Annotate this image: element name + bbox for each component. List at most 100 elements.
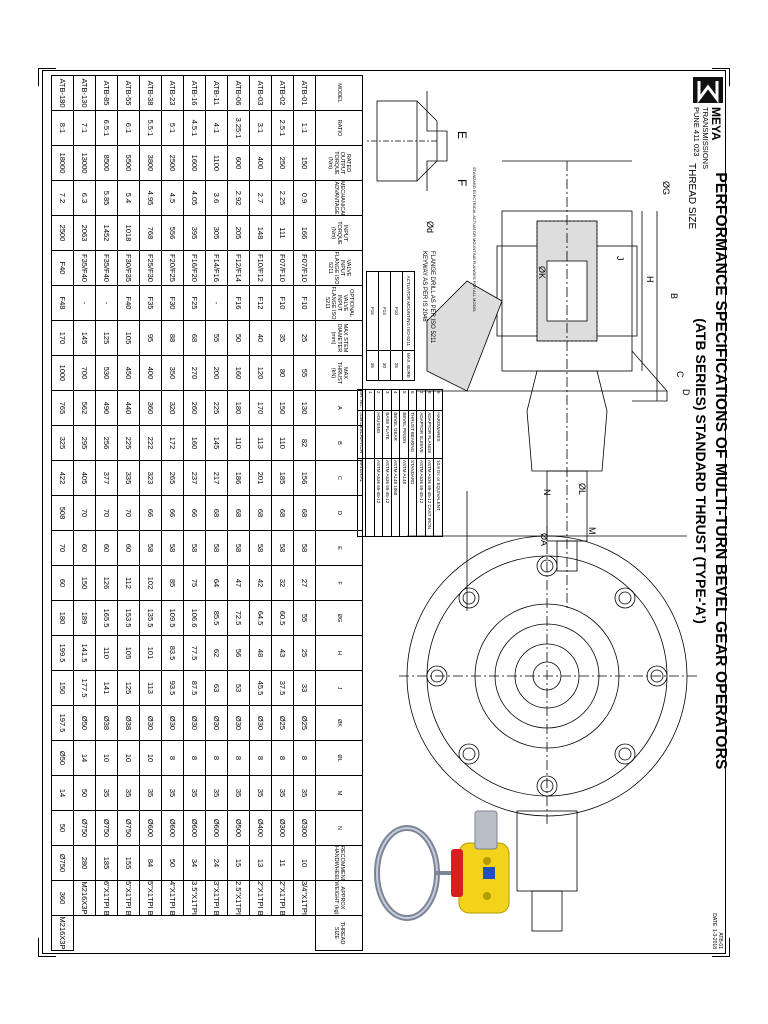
spec-table-cell: 305 xyxy=(205,215,228,251)
spec-table-cell: 84 xyxy=(139,845,162,881)
spec-table-cell: 5"X1TPI BSP xyxy=(139,880,162,916)
spec-table-cell: 25 xyxy=(293,320,316,356)
spec-table-cell: ATB-130 xyxy=(73,75,96,111)
spec-table-cell: 141.5 xyxy=(73,635,96,671)
spec-table-cell: 256 xyxy=(95,425,118,461)
flange-cell: 35 xyxy=(366,350,379,381)
spec-table-cell: F07/F10 xyxy=(271,250,294,286)
spec-table-cell: 197.5 xyxy=(51,705,74,741)
parts-list-cell: ADAPTOR SLEEVE xyxy=(417,410,426,459)
spec-table-cell: 150 xyxy=(51,670,74,706)
spec-table-cell: 405 xyxy=(73,460,96,496)
spec-table-cell: 6"X1TPI BSP xyxy=(95,880,118,916)
dim-label-b: B xyxy=(669,293,679,300)
parts-list-cell: ASTM A536 65-45-12 xyxy=(374,458,383,537)
dim-label-e: E xyxy=(455,131,469,140)
crop-mark-tl-h xyxy=(38,68,56,70)
spec-table-cell: 60 xyxy=(73,530,96,566)
spec-table-cell: 2.92 xyxy=(227,180,250,216)
spec-table-cell: Ø750 xyxy=(51,845,74,881)
parts-list-cell: 8 xyxy=(425,389,434,411)
spec-table-cell: 82 xyxy=(293,425,316,461)
spec-table-cell: 50 xyxy=(73,775,96,811)
logo-mark-icon xyxy=(693,77,723,104)
crop-mark-bl-h xyxy=(38,956,56,958)
spec-table-cell: 280 xyxy=(73,845,96,881)
spec-table-cell: 6.3 xyxy=(73,180,96,216)
spec-table-cell: 201 xyxy=(249,460,272,496)
spec-table-cell: 10 xyxy=(293,845,316,881)
spec-table-cell: 1:1 xyxy=(293,110,316,146)
spec-table-cell: 265 xyxy=(161,460,184,496)
spec-column-header: INPUT TORQUE (Nm) xyxy=(315,215,363,251)
spec-table-cell: 4.5 xyxy=(161,180,184,216)
spec-table-cell: 50 xyxy=(227,320,250,356)
product-photo xyxy=(374,810,510,921)
spec-table-cell: 34 xyxy=(183,845,206,881)
spec-table-cell: ATB-01 xyxy=(293,75,316,111)
spec-table-cell: 156 xyxy=(293,460,316,496)
dim-label-ok: ØK xyxy=(537,266,547,280)
spec-table-cell: 2.5"X1TPI BSP xyxy=(227,880,250,916)
spec-table-cell: 400 xyxy=(249,145,272,181)
spec-table-cell: Ø600 xyxy=(161,810,184,846)
spec-table-cell: 2"X1TPI BSP xyxy=(271,880,294,916)
spec-table-cell: 8 xyxy=(205,740,228,776)
spec-table-cell: 106.6 xyxy=(183,600,206,636)
spec-table-cell: 1000 xyxy=(51,355,74,391)
spec-table-cell: Ø38 xyxy=(117,705,140,741)
spec-table-cell: 15 xyxy=(227,845,250,881)
parts-list-cell: 4 xyxy=(391,389,400,411)
spec-table-cell: 62 xyxy=(205,635,228,671)
spec-table-cell: M216X3P xyxy=(73,880,96,916)
spec-table-cell: ATB-06 xyxy=(227,75,250,111)
spec-table-cell: - xyxy=(205,285,228,321)
spec-table-cell: 200 xyxy=(205,355,228,391)
spec-column-header: ØL xyxy=(315,740,363,776)
spec-table-cell: F35 xyxy=(139,285,162,321)
spec-table-cell: 422 xyxy=(51,460,74,496)
crop-mark-tr-h xyxy=(712,68,730,70)
spec-table-cell: 70 xyxy=(95,495,118,531)
spec-table-cell: 66 xyxy=(161,495,184,531)
spec-table-cell: 189 xyxy=(73,600,96,636)
spec-table-cell: 55 xyxy=(293,600,316,636)
spec-table-cell: F35/F40 xyxy=(95,250,118,286)
spec-table-cell: F48 xyxy=(51,285,74,321)
spec-table-cell: 70 xyxy=(73,495,96,531)
spec-table-cell: F30/F35 xyxy=(117,250,140,286)
parts-list-cell: STANDARD xyxy=(408,458,417,537)
flange-cell: F16 xyxy=(366,271,379,351)
spec-column-header: ØG xyxy=(315,600,363,636)
spec-table-cell: 160 xyxy=(227,355,250,391)
spec-table-cell: ATB-38 xyxy=(139,75,162,111)
spec-table-cell: Ø600 xyxy=(139,810,162,846)
spec-table-cell: F25/F30 xyxy=(139,250,162,286)
dim-label-j: J xyxy=(615,256,625,261)
spec-table-cell: 10 xyxy=(139,740,162,776)
spec-table-cell: 3.6 xyxy=(205,180,228,216)
spec-table-cell: 14 xyxy=(51,775,74,811)
spec-table-cell: 350 xyxy=(161,355,184,391)
spec-table-cell: 205 xyxy=(227,215,250,251)
dim-label-f: F xyxy=(455,179,469,187)
spec-table-cell: 177.5 xyxy=(73,670,96,706)
spec-table-cell: F12 xyxy=(249,285,272,321)
spec-table-cell: 260 xyxy=(183,390,206,426)
spec-table-cell: 172 xyxy=(161,425,184,461)
spec-table-cell: 3.25:1 xyxy=(227,110,250,146)
dim-label-ol: ØL xyxy=(577,483,587,496)
spec-table-cell: 83.5 xyxy=(161,635,184,671)
spec-table-cell: 35 xyxy=(293,775,316,811)
spec-table-cell: F16/F20 xyxy=(183,250,206,286)
spec-table-cell: 66 xyxy=(183,495,206,531)
dim-label-og: ØG xyxy=(661,181,671,196)
spec-table-cell: 109.5 xyxy=(161,600,184,636)
spec-column-header: RATED OUTPUT TORQUE (Nm) xyxy=(315,145,363,181)
spec-table-cell: 2"X1TPI BSP xyxy=(249,880,272,916)
spec-table-cell: 33 xyxy=(293,670,316,706)
spec-table-cell: 60 xyxy=(117,530,140,566)
spec-table-cell: 4"X1TPI BSP xyxy=(161,880,184,916)
spec-table-cell: 50 xyxy=(161,845,184,881)
